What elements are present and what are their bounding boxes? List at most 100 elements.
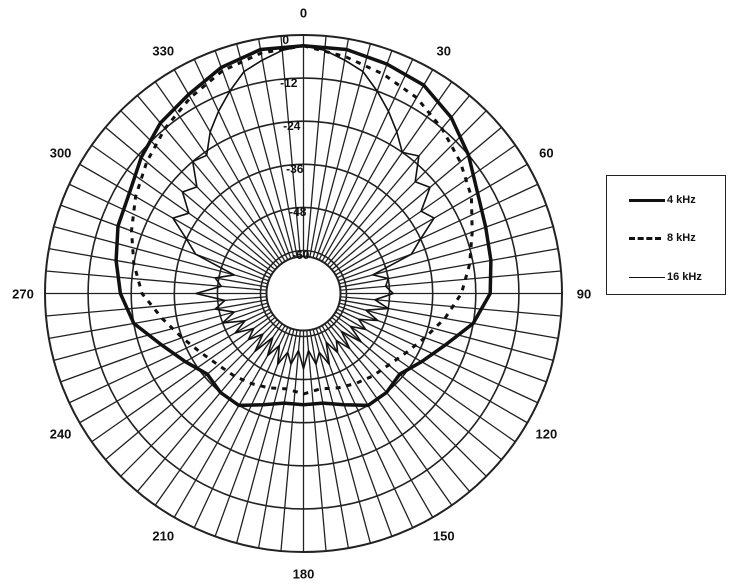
grid-spoke	[333, 144, 516, 273]
grid-spoke	[45, 270, 267, 291]
grid-spoke	[173, 325, 286, 518]
center-hole	[265, 255, 342, 332]
grid-spoke	[326, 321, 471, 492]
radial-label: -12	[280, 75, 298, 90]
angle-label: 240	[49, 426, 72, 442]
legend-label: 8 kHz	[667, 232, 696, 244]
grid-spoke	[60, 204, 269, 282]
angle-label: 90	[576, 286, 592, 301]
grid-spoke	[333, 314, 516, 443]
grid-spoke	[329, 319, 487, 477]
grid-spoke	[136, 95, 281, 266]
grid-spoke	[235, 43, 295, 258]
grid-spoke	[45, 296, 267, 317]
grid-spoke	[324, 323, 453, 506]
grid-spoke	[257, 329, 298, 549]
grid-spoke	[48, 299, 268, 340]
grid-spoke	[306, 330, 327, 552]
grid-spoke	[91, 144, 274, 273]
radial-label: 0	[282, 32, 290, 47]
grid-spoke	[257, 38, 298, 258]
grid-spoke	[331, 126, 502, 271]
angle-label: 60	[539, 145, 554, 161]
grid-spoke	[136, 321, 281, 492]
grid-spoke	[340, 296, 562, 317]
grid-spoke	[68, 308, 271, 404]
legend: 4 kHz 8 kHz 16 kHz	[606, 175, 726, 295]
radial-label: -48	[289, 204, 307, 219]
legend-label: 4 kHz	[667, 194, 696, 206]
angle-label: 120	[535, 426, 558, 442]
legend-item-16khz: 16 kHz	[629, 270, 702, 284]
grid-spoke	[335, 311, 528, 424]
grid-spoke	[120, 110, 278, 268]
grid-spoke	[339, 247, 559, 288]
angle-label: 180	[292, 566, 315, 582]
grid-spoke	[68, 183, 271, 279]
grid-spoke	[154, 323, 283, 506]
grid-spoke	[318, 326, 414, 529]
grid-spoke	[48, 247, 268, 288]
angle-label: 0	[299, 5, 308, 21]
grid-spoke	[324, 81, 453, 264]
angle-label: 330	[152, 43, 175, 59]
angle-label: 300	[49, 145, 72, 161]
legend-swatch-thick-solid	[629, 198, 665, 202]
polar-curves	[114, 44, 493, 408]
radial-label: -36	[286, 161, 304, 176]
grid-spoke	[154, 81, 283, 264]
grid-spoke	[79, 163, 272, 276]
grid-spoke	[306, 35, 327, 257]
legend-item-4khz: 4 kHz	[629, 193, 696, 207]
series-16-khz	[172, 45, 435, 370]
angle-label: 270	[12, 286, 34, 301]
grid-spoke	[193, 58, 289, 261]
angle-label: 30	[436, 43, 451, 59]
grid-spoke	[309, 38, 350, 258]
grid-spoke	[315, 50, 393, 259]
radial-label: -60	[292, 247, 310, 262]
grid-spoke	[235, 329, 295, 544]
grid-spoke	[321, 69, 434, 262]
grid-spoke	[312, 43, 372, 258]
grid-spoke	[193, 326, 289, 529]
grid-spoke	[105, 316, 276, 461]
grid-spoke	[326, 95, 471, 266]
grid-ring	[130, 120, 477, 467]
grid-spoke	[79, 311, 272, 424]
angle-label: 150	[432, 528, 455, 544]
grid-spoke	[173, 69, 286, 262]
grid-ring	[259, 249, 348, 338]
grid-spoke	[53, 302, 268, 362]
grid-spoke	[309, 329, 350, 549]
grid-spoke	[329, 110, 487, 268]
grid-spoke	[60, 305, 269, 383]
grid-ring	[44, 34, 563, 553]
grid-spoke	[335, 163, 528, 276]
grid-spoke	[312, 329, 372, 544]
legend-swatch-thin-solid	[629, 276, 665, 278]
grid-spoke	[331, 316, 502, 461]
grid-ring	[173, 163, 434, 424]
grid-spoke	[338, 204, 547, 282]
legend-item-8khz: 8 kHz	[629, 231, 696, 245]
grid-ring	[87, 77, 520, 510]
series-4-khz	[114, 44, 493, 408]
grid-spoke	[280, 330, 301, 552]
grid-spoke	[280, 35, 301, 257]
angle-label: 210	[152, 528, 175, 544]
grid-spoke	[105, 126, 276, 271]
grid-spoke	[214, 50, 292, 259]
radial-label: -24	[283, 118, 301, 133]
grid-spoke	[91, 314, 274, 443]
grid-spoke	[339, 302, 554, 362]
grid-spoke	[336, 308, 539, 404]
polar-grid	[44, 34, 563, 553]
grid-spoke	[321, 325, 434, 518]
legend-swatch-dashed	[629, 236, 661, 240]
grid-spoke	[318, 58, 414, 261]
grid-spoke	[336, 183, 539, 279]
series-8-khz	[130, 44, 474, 396]
grid-spoke	[120, 319, 278, 477]
